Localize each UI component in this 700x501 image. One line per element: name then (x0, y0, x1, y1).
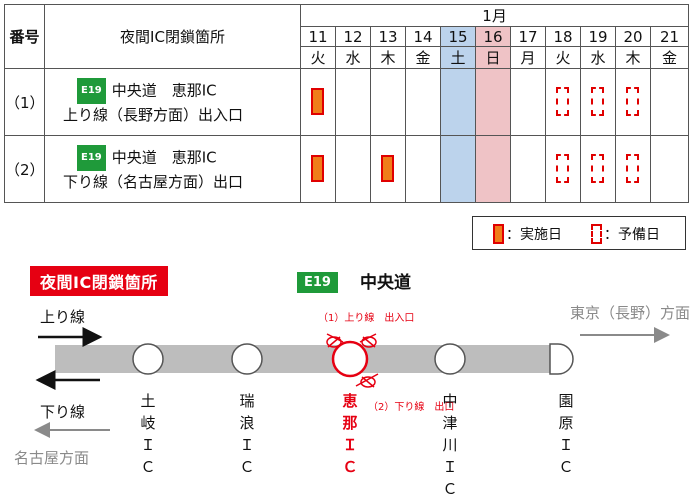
route-badge: E19 (297, 272, 338, 293)
date-cell: 15 (440, 26, 476, 47)
date-cell: 19 (580, 26, 616, 47)
implementation-mark-icon (493, 224, 504, 244)
date-cell: 14 (405, 26, 441, 47)
weekday-cell: 火 (300, 46, 336, 69)
nakatsugawa-ic-symbol (434, 343, 466, 375)
map-title: 夜間IC閉鎖箇所 (30, 266, 168, 296)
reserve-mark-icon (591, 224, 602, 244)
location-line2: 下り線（名古屋方面）出口 (63, 173, 244, 191)
weekday-cell: 金 (649, 46, 690, 69)
location-header: 夜間IC閉鎖箇所 (44, 4, 301, 69)
ramp-up-closed-icon (326, 333, 344, 348)
location-cell: E19 中央道 恵那IC 上り線（長野方面）出入口 (44, 68, 301, 136)
day-cell (335, 68, 371, 136)
reserve-mark (591, 154, 604, 183)
legend-implementation: ：実施日 (493, 224, 562, 244)
day-cell (405, 135, 441, 203)
mizunami-ic-symbol (231, 343, 263, 375)
weekday-cell: 水 (580, 46, 616, 69)
date-cell: 12 (335, 26, 371, 47)
weekday-cell: 火 (545, 46, 581, 69)
day-cell (475, 68, 511, 136)
month-header: 1月 (299, 4, 690, 27)
route-map: 夜間IC閉鎖箇所 E19 中央道 (0, 250, 700, 501)
day-cell (580, 135, 616, 203)
route-badge: E19 (77, 145, 106, 171)
date-cell: 17 (510, 26, 546, 47)
implementation-mark (381, 155, 394, 182)
down-line-label: 下り線 (40, 403, 86, 421)
date-cell: 16 (475, 26, 511, 47)
day-cell (615, 68, 651, 136)
day-cell (545, 68, 581, 136)
date-cell: 21 (649, 26, 690, 47)
day-cell (405, 68, 441, 136)
east-destination-label: 東京（長野）方面 (570, 304, 691, 322)
sonohara-ic-symbol (549, 343, 574, 375)
weekday-cell: 木 (370, 46, 406, 69)
west-destination-label: 名古屋方面 (14, 449, 90, 467)
reserve-mark (556, 87, 569, 116)
location-cell: E19 中央道 恵那IC 下り線（名古屋方面）出口 (44, 135, 301, 203)
reserve-mark (556, 154, 569, 183)
location-line1: 中央道 恵那IC (111, 148, 217, 167)
date-cell: 11 (300, 26, 336, 47)
weekday-cell: 日 (475, 46, 511, 69)
reserve-mark (591, 87, 604, 116)
weekday-cell: 水 (335, 46, 371, 69)
day-cell (475, 135, 511, 203)
day-cell (335, 135, 371, 203)
ena-ic-symbol (331, 340, 369, 378)
weekday-cell: 金 (405, 46, 441, 69)
row-number: （2） (4, 135, 45, 203)
day-cell (580, 68, 616, 136)
day-cell (370, 68, 406, 136)
reserve-mark (626, 87, 639, 116)
date-cell: 18 (545, 26, 581, 47)
ramp-up-closed-icon-2 (359, 333, 377, 348)
ramp-up-label: （1）上り線 出入口 (318, 313, 415, 324)
legend: ：実施日 ：予備日 (472, 216, 686, 250)
reserve-mark (626, 154, 639, 183)
weekday-cell: 月 (510, 46, 546, 69)
day-cell (545, 135, 581, 203)
location-line1: 中央道 恵那IC (111, 81, 217, 100)
implementation-mark (311, 88, 324, 115)
day-cell (649, 68, 690, 136)
day-cell (440, 68, 476, 136)
highway-band (55, 345, 565, 373)
day-cell (440, 135, 476, 203)
toki-ic-symbol (132, 343, 164, 375)
day-cell (615, 135, 651, 203)
up-line-label: 上り線 (40, 308, 86, 326)
number-header: 番号 (4, 4, 45, 69)
ramp-down-label: （2）下り線 出口 (368, 402, 455, 413)
ramp-down-closed-icon (355, 373, 379, 388)
day-cell (300, 68, 336, 136)
location-line2: 上り線（長野方面）出入口 (63, 106, 244, 124)
implementation-mark (311, 155, 324, 182)
date-cell: 13 (370, 26, 406, 47)
route-name: 中央道 (360, 273, 411, 293)
day-cell (510, 68, 546, 136)
legend-reserve: ：予備日 (591, 224, 660, 244)
day-cell (300, 135, 336, 203)
day-cell (510, 135, 546, 203)
weekday-cell: 土 (440, 46, 476, 69)
day-cell (649, 135, 690, 203)
row-number: （1） (4, 68, 45, 136)
route-diagram (34, 327, 670, 438)
route-badge: E19 (77, 78, 106, 104)
day-cell (370, 135, 406, 203)
date-cell: 20 (615, 26, 651, 47)
weekday-cell: 木 (615, 46, 651, 69)
